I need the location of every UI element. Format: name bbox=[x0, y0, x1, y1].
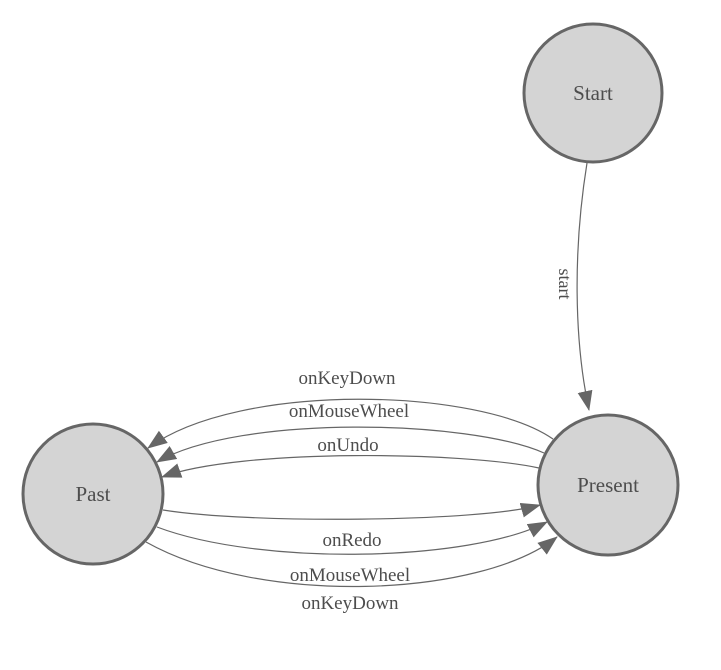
edge-label-onkeydown-top: onKeyDown bbox=[298, 368, 396, 389]
edge-past-to-present-onkeydown bbox=[145, 536, 558, 588]
edge-present-to-past-onundo bbox=[161, 455, 540, 478]
state-node-start-label: Start bbox=[573, 81, 613, 105]
edge-label-group: start onKeyDown onMouseWheel onUndo onRe… bbox=[289, 269, 575, 615]
edge-present-to-past-onmousewheel bbox=[156, 426, 545, 463]
state-node-present-label: Present bbox=[577, 473, 639, 497]
edge-past-to-present-onredo bbox=[162, 502, 541, 520]
edge-label-start: start bbox=[555, 269, 575, 300]
edge-label-onredo: onRedo bbox=[322, 530, 381, 551]
edge-label-onkeydown-bottom: onKeyDown bbox=[301, 593, 399, 614]
edge-label-onmousewheel-bottom: onMouseWheel bbox=[290, 565, 410, 586]
edge-label-onmousewheel-top: onMouseWheel bbox=[289, 401, 409, 422]
edge-past-to-present-onmousewheel bbox=[156, 521, 548, 555]
edge-start-to-present bbox=[576, 162, 593, 411]
state-node-start bbox=[522, 22, 664, 164]
edge-present-to-past-onkeydown bbox=[147, 398, 554, 449]
edge-label-onundo: onUndo bbox=[317, 435, 378, 456]
state-node-present bbox=[536, 413, 680, 557]
node-group: Start Present Past bbox=[21, 22, 680, 566]
state-node-past bbox=[21, 422, 165, 566]
edge-group bbox=[145, 162, 593, 588]
state-node-past-label: Past bbox=[75, 482, 110, 506]
